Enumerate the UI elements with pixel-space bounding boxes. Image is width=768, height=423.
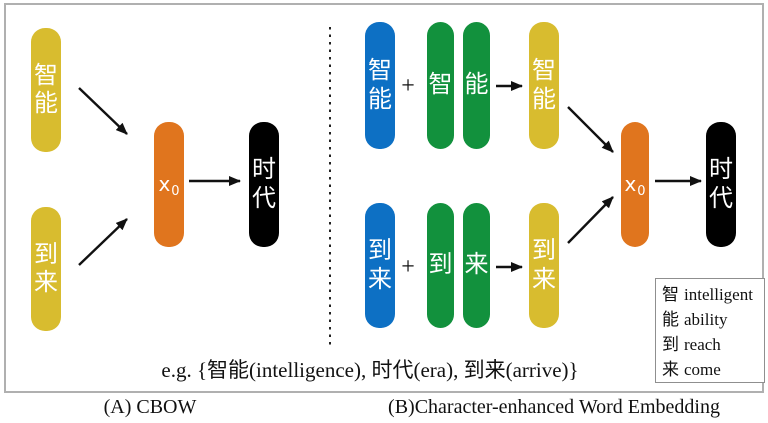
example-caption: e.g. {智能(intelligence), 时代(era), 到来(arri… [161, 358, 579, 382]
cwe-char-2a-pill: 到 [427, 203, 454, 328]
cwe-char-1b-pill: 能 [463, 22, 490, 149]
cwe-word-2-pill: 到来 [365, 203, 395, 328]
cwe-char-1a-pill: 智 [427, 22, 454, 149]
cbow-context-word-2-pill: 到来 [31, 207, 61, 331]
cbow-output-word-pill: 时代 [249, 122, 279, 247]
cwe-char-2b-pill: 来 [463, 203, 490, 328]
cbow-context-word-1-pill: 智能 [31, 28, 61, 152]
plus-sign-1: + [401, 72, 415, 99]
cwe-combined-2-pill: 到来 [529, 203, 559, 328]
plus-sign-2: + [401, 253, 415, 280]
cwe-word-1-pill: 智能 [365, 22, 395, 149]
panel-b-label: (B)Character-enhanced Word Embedding [388, 396, 720, 418]
panel-a-label: (A) CBOW [103, 396, 197, 418]
cwe-combined-1-pill: 智能 [529, 22, 559, 149]
cwe-output-word-pill: 时代 [706, 122, 736, 247]
